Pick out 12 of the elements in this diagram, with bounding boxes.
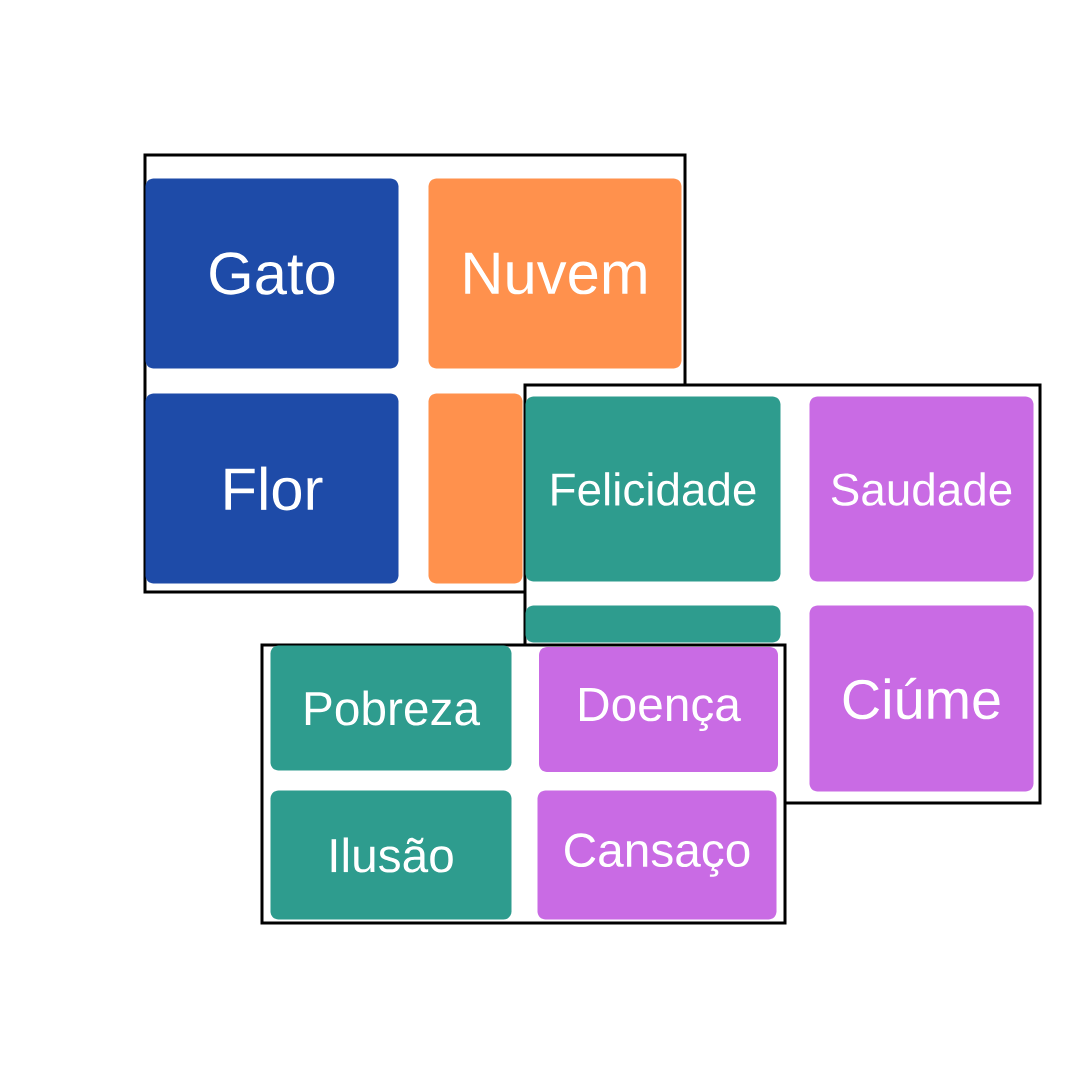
card: Felicidade xyxy=(525,396,781,582)
card: Flor xyxy=(145,393,399,584)
card: Gato xyxy=(145,178,399,369)
card: Nuvem xyxy=(428,178,682,369)
card: Ilusão xyxy=(270,790,512,920)
card xyxy=(525,605,781,643)
card: Pobreza xyxy=(270,645,512,771)
card: Ciúme xyxy=(809,605,1034,792)
card: Doença xyxy=(539,647,778,772)
card xyxy=(428,393,523,584)
card: Saudade xyxy=(809,396,1034,582)
card: Cansaço xyxy=(537,790,777,920)
